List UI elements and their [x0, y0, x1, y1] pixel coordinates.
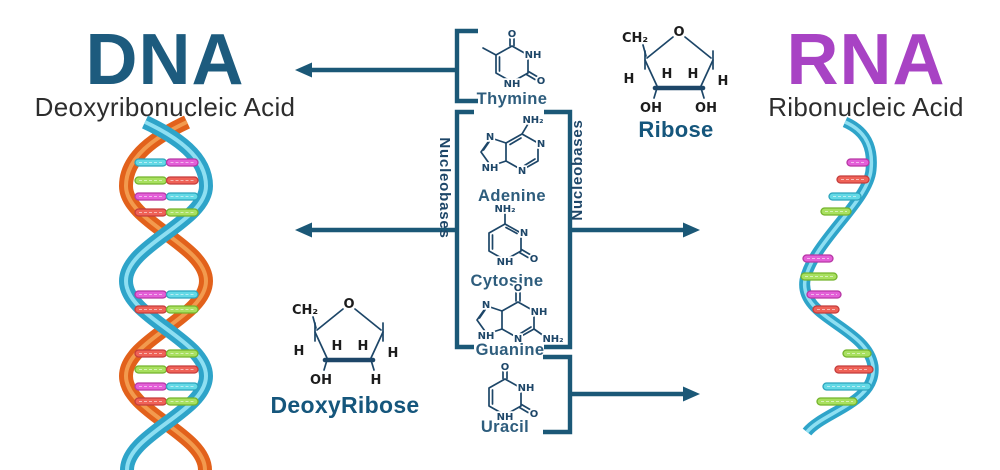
ribose-structure: CH₂ O H H H H OH OH	[620, 23, 730, 118]
nucleobases-label-left: Nucleobases	[436, 137, 453, 239]
uracil-nh-bottom: NH	[497, 412, 514, 423]
rna-single-helix-illustration	[799, 116, 879, 436]
ribose-h-outer-right: H	[718, 74, 729, 89]
rna-title: RNA	[786, 20, 946, 100]
adenine-nh2: NH₂	[522, 115, 543, 126]
guanine-nh-right: NH	[531, 307, 548, 318]
uracil-o-right: O	[530, 409, 539, 420]
thymine-label: Thymine	[476, 90, 548, 108]
deoxyribose-o-ring: O	[343, 297, 354, 312]
adenine-structure: NH₂ N N N NH	[480, 113, 547, 179]
ribose-h-outer-left: H	[624, 72, 635, 87]
thymine-o-right: O	[537, 76, 546, 87]
ribose-h-inner-left: H	[662, 67, 673, 82]
cytosine-nh2: NH₂	[494, 204, 515, 215]
dna-base-pair-rungs	[134, 158, 199, 406]
ribose-oh-right: OH	[695, 101, 717, 116]
thymine-o-top: O	[508, 29, 517, 40]
cytosine-o-right: O	[530, 254, 539, 265]
nucleobases-label-right: Nucleobases	[569, 119, 586, 221]
guanine-nh-ring: NH	[478, 331, 495, 342]
dna-title: DNA	[85, 20, 245, 100]
uracil-label: Uracil	[480, 418, 530, 436]
uracil-structure: O NH O NH	[488, 360, 540, 425]
deoxyribose-label: DeoxyRibose	[270, 392, 420, 418]
deoxyribose-h-outer-right: H	[388, 346, 399, 361]
thymine-structure: O NH O NH	[482, 27, 547, 92]
dna-subtitle: Deoxyribonucleic Acid	[34, 92, 296, 122]
arrow-uracil-to-rna-head	[683, 386, 700, 402]
guanine-n-bottom: N	[514, 334, 522, 345]
uracil-nh-right: NH	[518, 383, 535, 394]
ribose-h-inner-right: H	[688, 67, 699, 82]
cytosine-nh-bottom: NH	[497, 257, 514, 268]
ribose-o-ring: O	[673, 25, 684, 40]
cytosine-label: Cytosine	[470, 272, 544, 290]
dna-double-helix-illustration	[118, 115, 214, 470]
arrow-thymine-to-dna-head	[295, 62, 312, 78]
ribose-label: Ribose	[638, 117, 714, 142]
adenine-n-ring: N	[486, 132, 494, 143]
thymine-nh-bottom: NH	[504, 79, 521, 90]
rna-base-bars	[800, 158, 874, 406]
base-bar-green	[800, 272, 838, 281]
deoxyribose-h-outer-left: H	[294, 344, 305, 359]
rna-subtitle: Ribonucleic Acid	[768, 92, 964, 122]
arrow-bases-to-rna-head	[683, 222, 700, 238]
thymine-nh-right: NH	[525, 50, 542, 61]
guanine-nh2-right: NH₂	[542, 334, 563, 345]
dna-strand-blue	[118, 115, 214, 470]
rna-strand-blue	[799, 116, 879, 436]
deoxyribose-oh-left: OH	[310, 373, 332, 388]
deoxyribose-ch2: CH₂	[292, 303, 318, 318]
guanine-n-ring: N	[482, 300, 490, 311]
adenine-label: Adenine	[478, 187, 546, 205]
deoxyribose-h-inner-left: H	[332, 339, 343, 354]
arrow-bases-to-dna-head	[295, 222, 312, 238]
adenine-nh-ring: NH	[482, 163, 499, 174]
deoxyribose-h-bottom-right: H	[371, 373, 382, 388]
cytosine-structure: NH₂ N O NH	[488, 202, 540, 270]
base-bar-red	[812, 305, 840, 314]
ribose-oh-left: OH	[640, 101, 662, 116]
adenine-n-bottom: N	[518, 166, 526, 177]
guanine-structure: O NH NH₂ N N NH	[476, 281, 565, 347]
adenine-n-right: N	[537, 139, 545, 150]
guanine-o-top: O	[514, 283, 523, 294]
dna-strand-orange	[118, 115, 214, 470]
guanine-label: Guanine	[475, 341, 545, 359]
deoxyribose-h-inner-right: H	[358, 339, 369, 354]
uracil-o-top: O	[501, 362, 510, 373]
deoxyribose-structure: CH₂ O H H H H OH H	[290, 295, 400, 390]
cytosine-n-right: N	[520, 228, 528, 239]
ribose-ch2: CH₂	[622, 31, 648, 46]
